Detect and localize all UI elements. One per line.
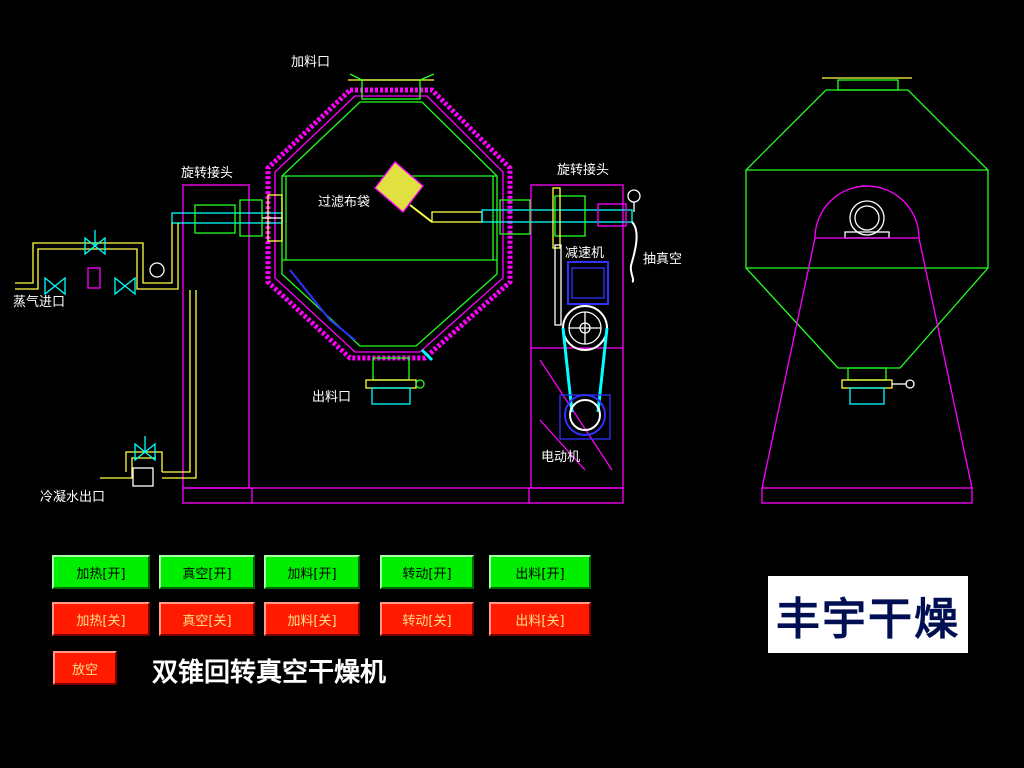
vacuum-on-button[interactable]: 真空[开] — [159, 555, 255, 589]
double-cone-vessel — [265, 73, 513, 405]
condensate-piping — [100, 290, 197, 487]
steam-inlet-piping — [15, 223, 179, 296]
heat-on-button[interactable]: 加热[开] — [52, 555, 150, 589]
feed-off-button[interactable]: 加料[关] — [264, 602, 360, 636]
side-view — [745, 77, 989, 504]
reducer-motor-drive — [554, 244, 611, 440]
brand-name: 丰宇干燥 — [776, 593, 960, 645]
right-support-stand — [252, 184, 624, 504]
steam-inlet-label: 蒸气进口 — [13, 295, 66, 310]
rotary-joint-left-label: 旋转接头 — [181, 166, 234, 181]
rotate-off-button[interactable]: 转动[关] — [380, 602, 474, 636]
left-shaft-assembly — [171, 194, 283, 242]
rotate-on-button[interactable]: 转动[开] — [380, 555, 474, 589]
condensate-outlet-label: 冷凝水出口 — [40, 490, 106, 505]
reducer-label: 减速机 — [565, 246, 605, 261]
filter-bag-label: 过滤布袋 — [318, 195, 371, 210]
filter-bag — [374, 161, 483, 223]
heat-off-button[interactable]: 加热[关] — [52, 602, 150, 636]
feed-port-label: 加料口 — [291, 55, 331, 70]
machine-title: 双锥回转真空干燥机 — [152, 658, 387, 688]
rotary-joint-right-label: 旋转接头 — [557, 163, 610, 178]
vent-button[interactable]: 放空 — [53, 651, 117, 685]
brand-logo-box: 丰宇干燥 — [768, 576, 968, 653]
left-support-stand — [182, 184, 253, 504]
right-shaft-assembly — [481, 187, 641, 283]
discharge-port-label: 出料口 — [312, 390, 352, 405]
vacuum-off-button[interactable]: 真空[关] — [159, 602, 255, 636]
vacuum-label: 抽真空 — [643, 252, 683, 267]
discharge-on-button[interactable]: 出料[开] — [489, 555, 591, 589]
discharge-off-button[interactable]: 出料[关] — [489, 602, 591, 636]
feed-on-button[interactable]: 加料[开] — [264, 555, 360, 589]
motor-label: 电动机 — [541, 450, 581, 465]
